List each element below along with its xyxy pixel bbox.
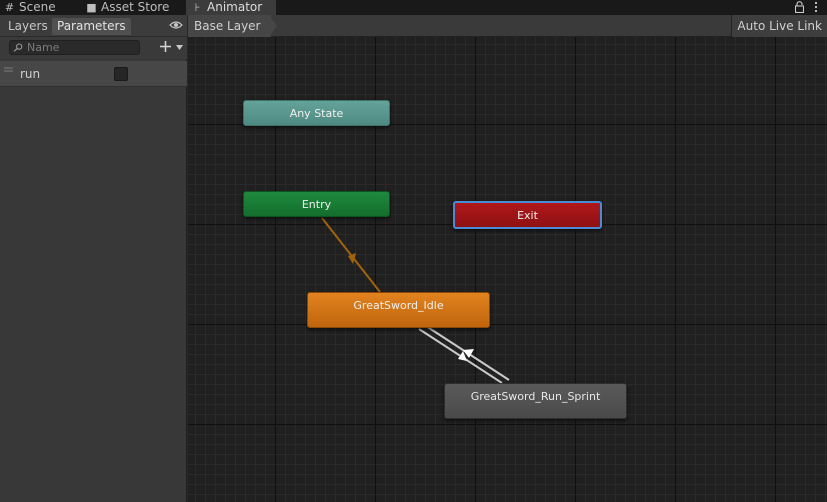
tab-scene[interactable]: # Scene	[4, 0, 56, 15]
tab-asset-store[interactable]: ■ Asset Store	[86, 0, 169, 15]
tab-animator-label: Animator	[207, 0, 263, 14]
grid-icon: #	[4, 1, 15, 14]
kebab-menu-icon[interactable]	[811, 1, 821, 13]
breadcrumb-base-layer[interactable]: Base Layer	[188, 15, 271, 37]
graph-header: Base Layer Auto Live Link	[188, 15, 827, 37]
state-any-state[interactable]: Any State	[243, 100, 390, 126]
state-exit[interactable]: Exit	[453, 201, 602, 229]
tab-animator[interactable]: ⊦ Animator	[186, 0, 276, 15]
tab-layers[interactable]: Layers	[8, 19, 48, 33]
search-box	[9, 40, 140, 55]
bag-icon: ■	[86, 1, 97, 14]
search-icon	[13, 43, 23, 52]
state-machine-graph[interactable]: Any State Entry Exit GreatSword_Idle Gre…	[188, 37, 827, 502]
animator-icon: ⊦	[194, 1, 201, 14]
tab-scene-label: Scene	[19, 0, 56, 14]
state-greatsword-idle[interactable]: GreatSword_Idle	[307, 292, 490, 328]
eye-icon[interactable]	[169, 20, 183, 30]
parameter-row[interactable]: run	[0, 61, 187, 87]
transition-arrow-run-to-idle	[458, 351, 467, 361]
parameter-search-row	[0, 37, 187, 59]
chevron-down-icon[interactable]	[176, 45, 183, 50]
transitions-layer	[321, 217, 510, 384]
breadcrumb-arrow-icon	[269, 15, 277, 37]
add-parameter-icon[interactable]	[159, 40, 172, 53]
tab-parameters[interactable]: Parameters	[52, 18, 131, 35]
window-tab-strip: # Scene ■ Asset Store ⊦ Animator	[0, 0, 827, 15]
drag-handle-icon[interactable]	[4, 67, 13, 73]
transition-arrow-idle-to-run	[463, 349, 474, 358]
auto-live-link-button[interactable]: Auto Live Link	[731, 15, 827, 37]
left-panel: Layers Parameters run	[0, 15, 187, 502]
tab-asset-store-label: Asset Store	[101, 0, 170, 14]
state-greatsword-run-sprint[interactable]: GreatSword_Run_Sprint	[444, 383, 627, 419]
left-panel-tabs: Layers Parameters	[0, 15, 187, 37]
parameter-name[interactable]: run	[20, 67, 41, 81]
state-entry[interactable]: Entry	[243, 191, 390, 217]
search-input[interactable]	[27, 41, 135, 54]
lock-icon[interactable]	[795, 1, 804, 13]
parameter-bool-checkbox[interactable]	[114, 67, 128, 81]
transition-arrow-entry-to-idle	[348, 253, 356, 264]
